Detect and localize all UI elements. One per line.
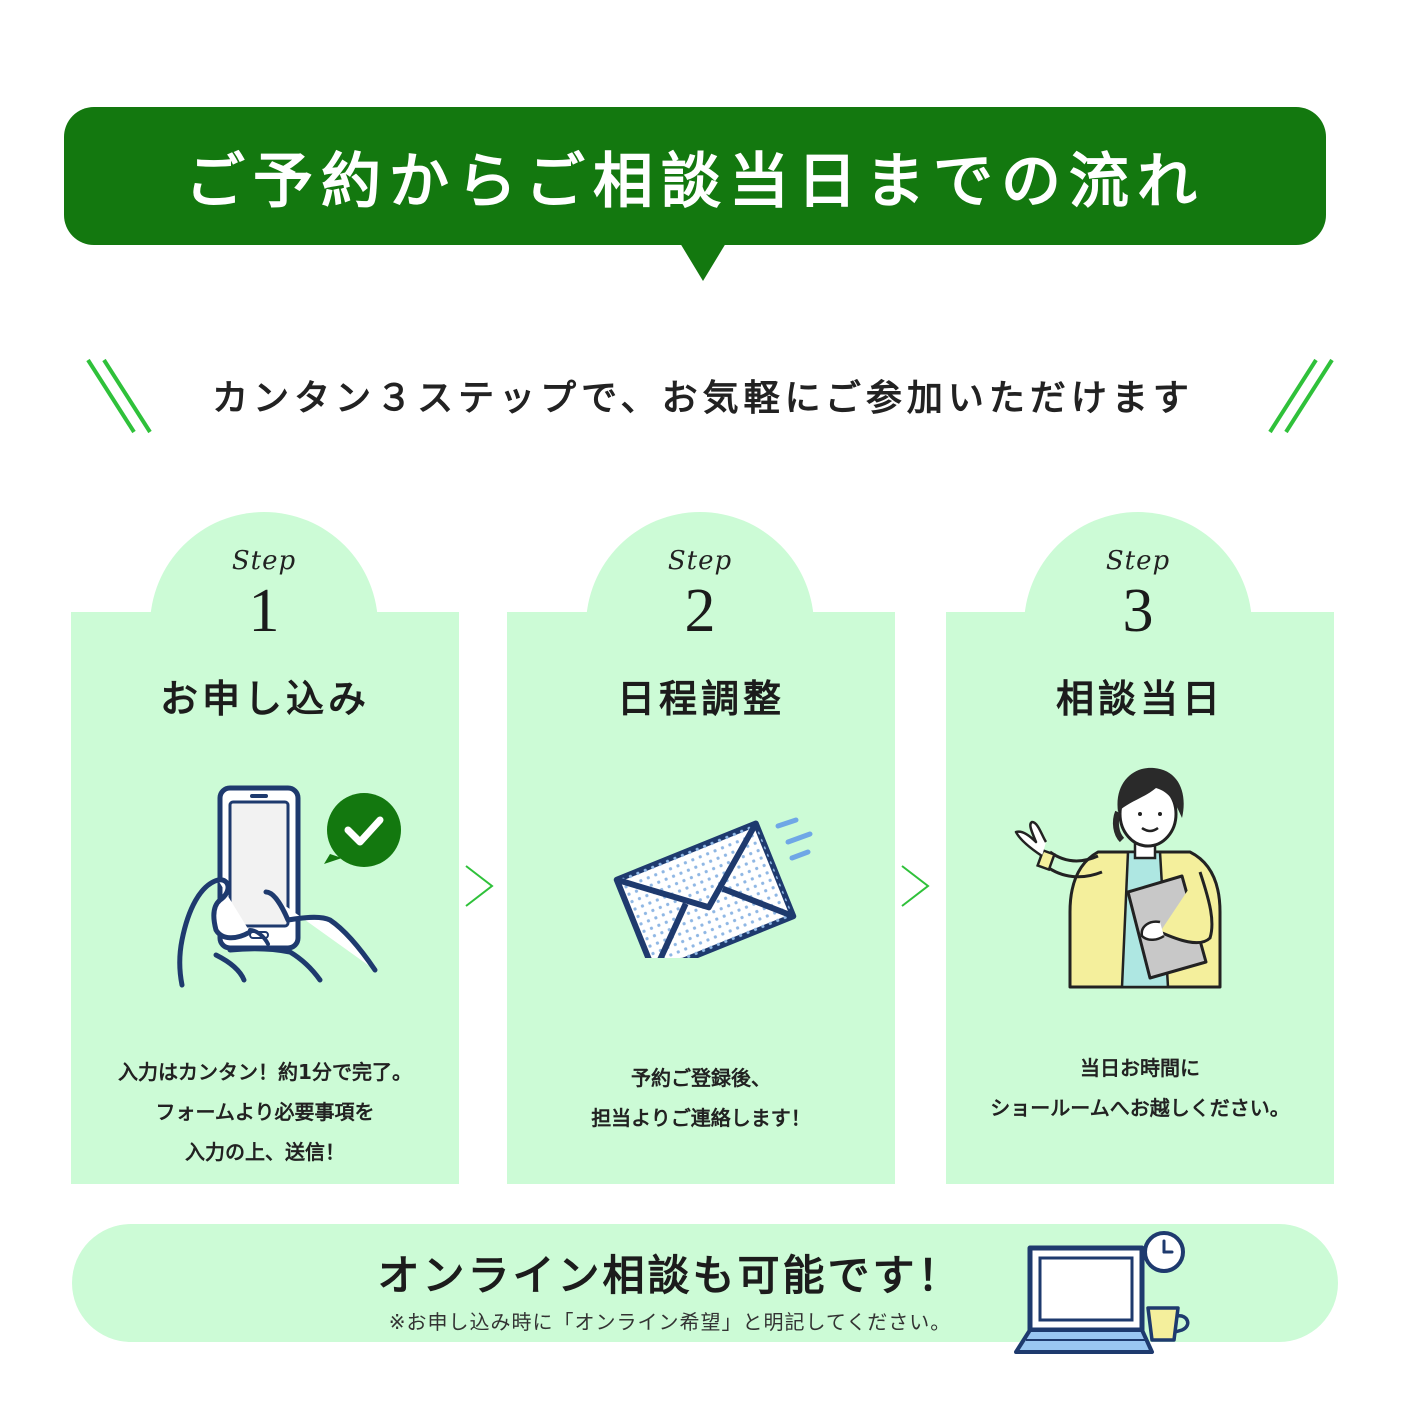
step-3-script-label: Step xyxy=(1105,546,1171,576)
step-1-desc-line: 入力はカンタン！約1分で完了。 xyxy=(118,1060,412,1084)
step-1-script-label: Step xyxy=(231,546,297,576)
step-2-desc: 予約ご登録後、 担当よりご連絡します！ xyxy=(507,1058,895,1138)
chevron-right-icon xyxy=(465,865,494,907)
consultant-woman-icon xyxy=(1014,767,1222,989)
page-subtitle: カンタン３ステップで、お気軽にご参加いただけます xyxy=(212,378,1194,419)
slash-decoration-left xyxy=(86,358,152,434)
online-consultation-note: ※お申し込み時に「オンライン希望」と明記してください。 xyxy=(388,1310,952,1334)
smartphone-icon xyxy=(177,785,378,988)
step-2-desc-line: 担当よりご連絡します！ xyxy=(591,1106,811,1130)
check-bubble-icon xyxy=(324,793,401,867)
laptop-icon xyxy=(1014,1245,1154,1354)
title-banner xyxy=(64,107,1326,245)
envelope-icon xyxy=(613,817,813,958)
step-3-desc-line: ショールームへお越しください。 xyxy=(990,1096,1290,1120)
step-2-number: 2 xyxy=(684,577,716,645)
online-consultation-title: オンライン相談も可能です！ xyxy=(377,1251,963,1300)
step-3-desc: 当日お時間に ショールームへお越しください。 xyxy=(946,1048,1334,1128)
step-1-desc-line: フォームより必要事項を xyxy=(155,1100,375,1124)
slash-decoration-right xyxy=(1268,358,1334,434)
step-1-desc: 入力はカンタン！約1分で完了。 フォームより必要事項を 入力の上、送信！ xyxy=(71,1052,459,1172)
step-2-desc-line: 予約ご登録後、 xyxy=(631,1066,771,1090)
step-3-title: 相談当日 xyxy=(1055,677,1224,721)
step-2-script-label: Step xyxy=(667,546,733,576)
coffee-cup-icon xyxy=(1146,1306,1190,1342)
page-title: ご予約からご相談当日までの流れ xyxy=(185,146,1205,217)
step-2-title: 日程調整 xyxy=(616,677,785,721)
title-banner-tail xyxy=(680,243,726,281)
step-3-number: 3 xyxy=(1122,577,1154,645)
step-1-number: 1 xyxy=(248,577,280,645)
step-1-desc-line: 入力の上、送信！ xyxy=(185,1140,345,1164)
clock-icon xyxy=(1143,1231,1185,1273)
chevron-right-icon xyxy=(901,865,930,907)
step-1-title: お申し込み xyxy=(159,677,370,721)
step-3-desc-line: 当日お時間に xyxy=(1080,1056,1200,1080)
